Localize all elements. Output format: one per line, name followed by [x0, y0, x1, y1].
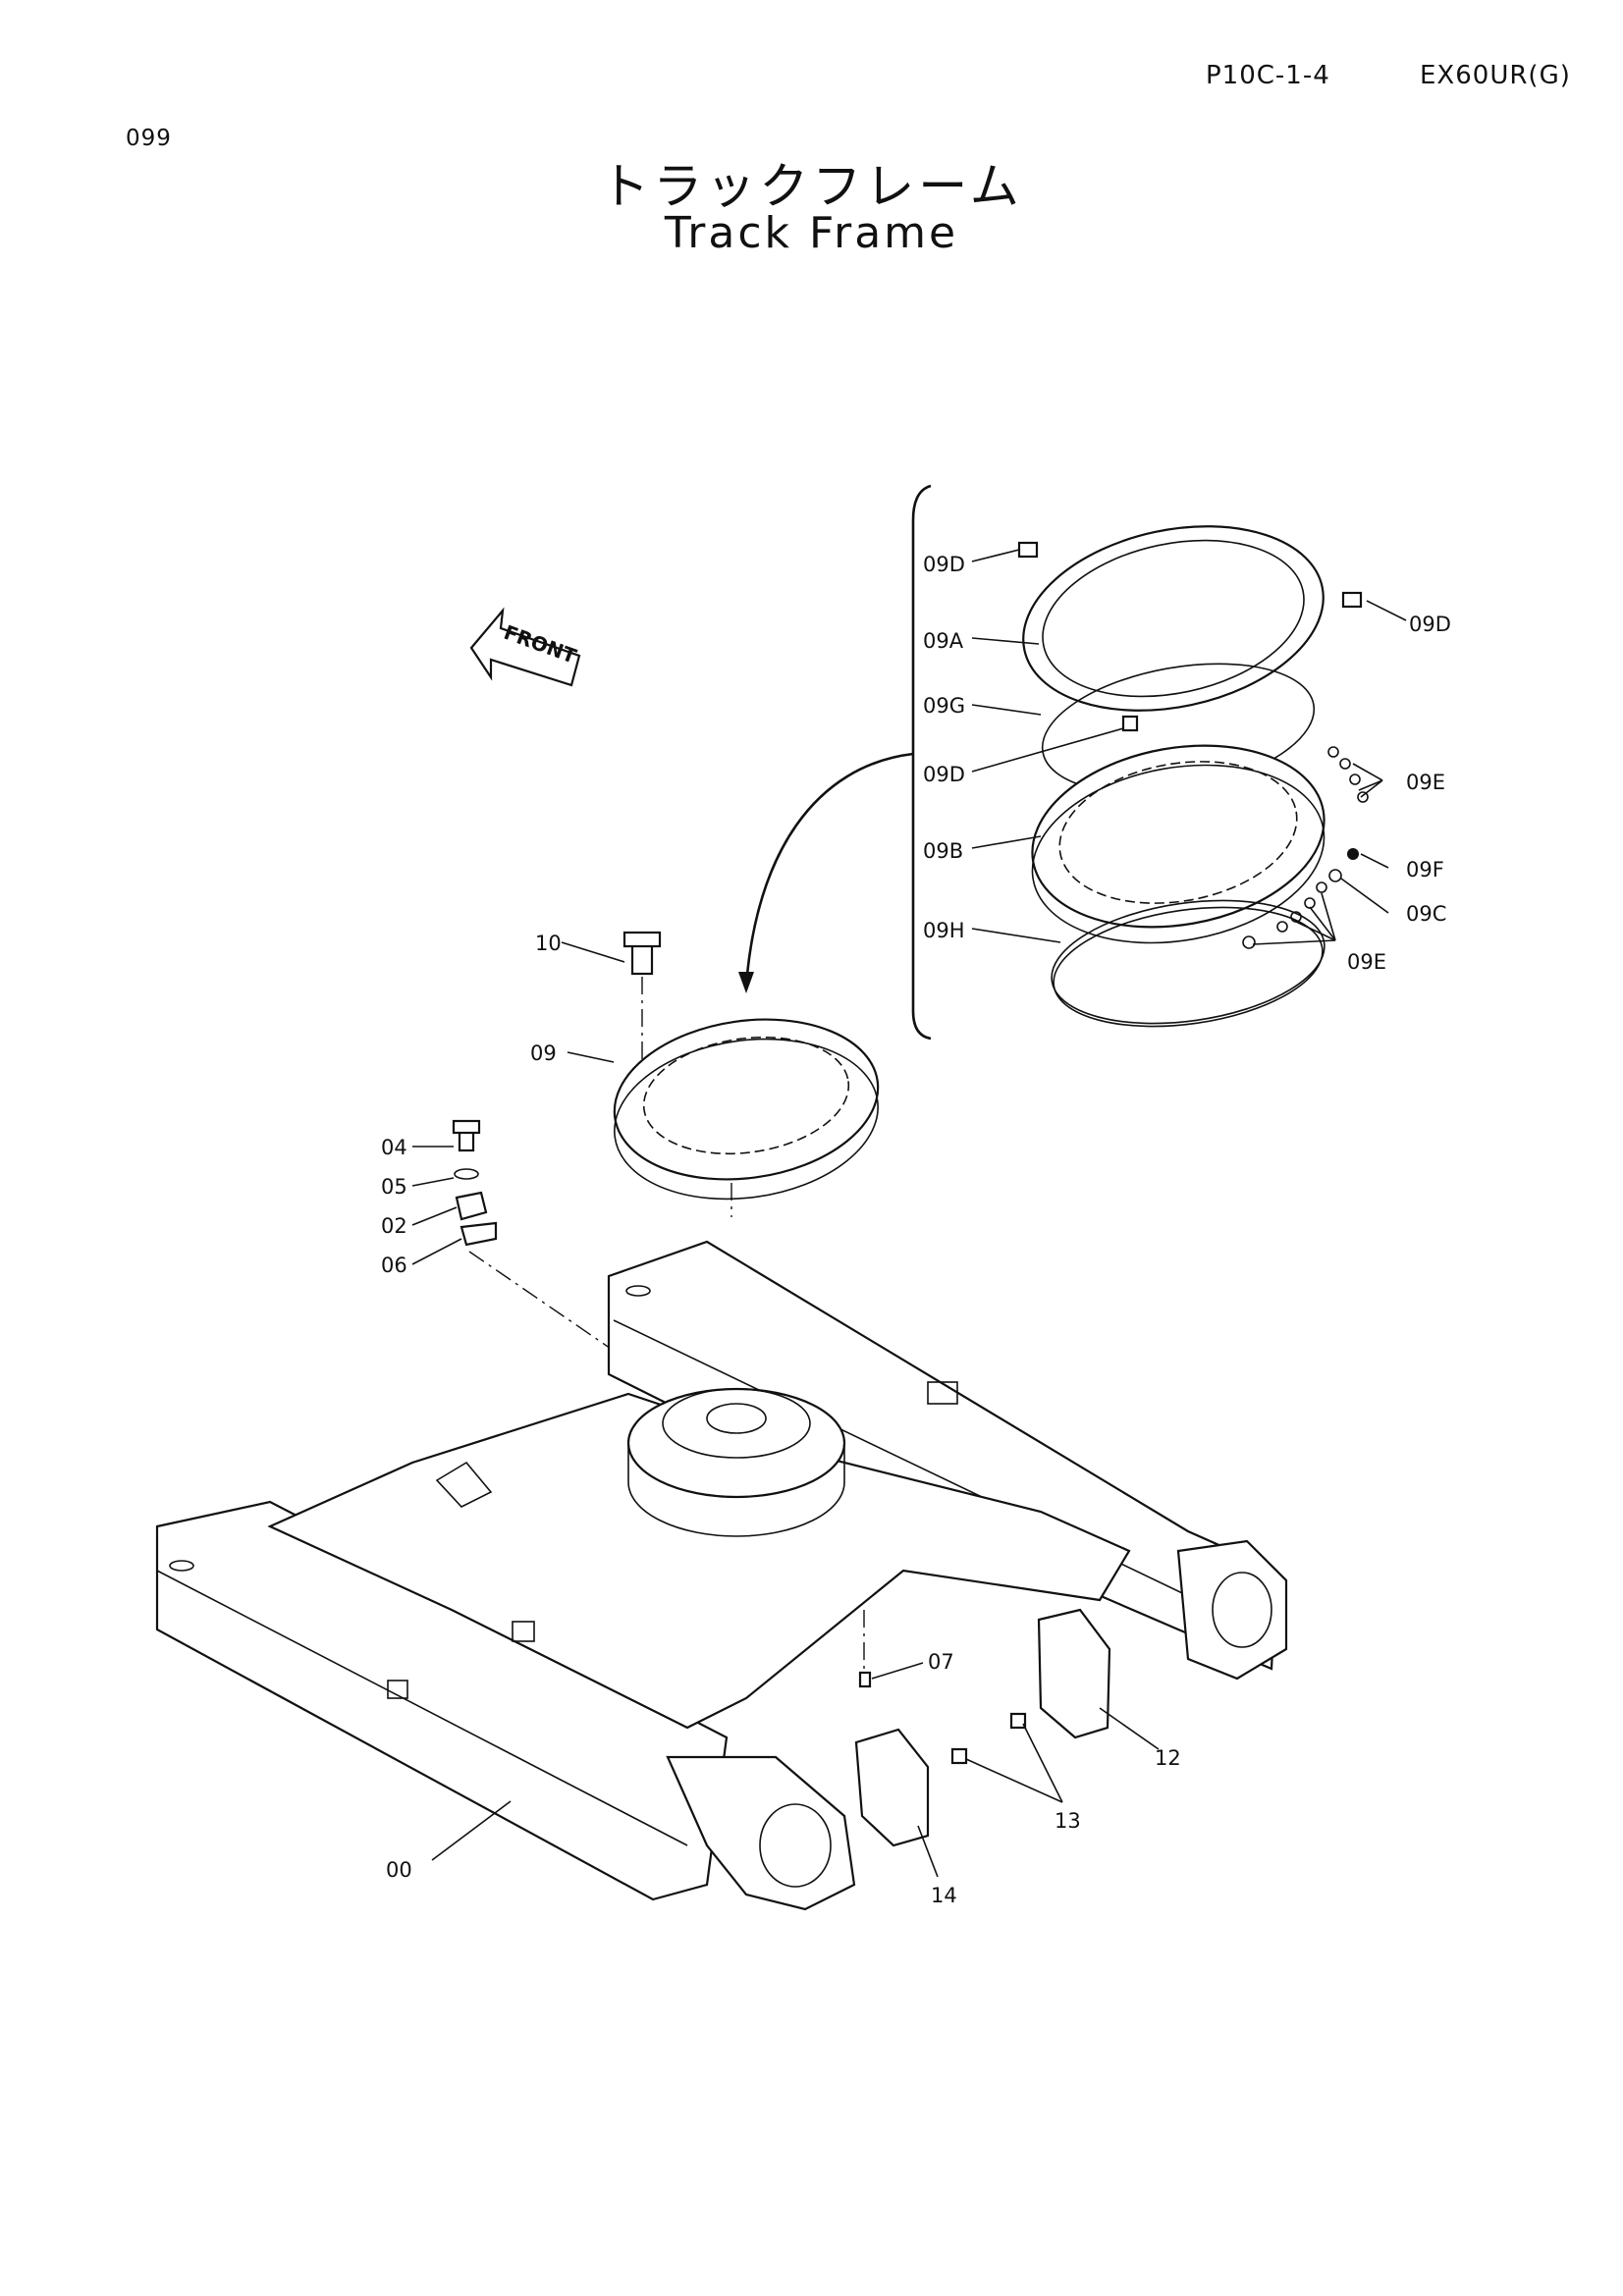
callout-02: 02 — [381, 1214, 407, 1238]
callout-09G: 09G — [923, 694, 965, 718]
callout-09A: 09A — [923, 629, 964, 653]
covers — [854, 1608, 1111, 1847]
callout-04: 04 — [381, 1136, 407, 1159]
callout-12: 12 — [1155, 1746, 1181, 1770]
callout-09D-mid: 09D — [923, 763, 965, 786]
bearing-exploded-parts — [1017, 525, 1369, 1028]
callout-13: 13 — [1055, 1809, 1081, 1833]
page-number: 099 — [126, 126, 172, 151]
front-arrow: FRONT — [469, 607, 581, 687]
callout-05: 05 — [381, 1175, 407, 1199]
callout-09D-right: 09D — [1409, 613, 1451, 636]
detail-pointer-arrow — [744, 752, 914, 988]
callout-00: 00 — [386, 1858, 412, 1882]
stopper-parts — [452, 1119, 649, 1375]
bearing-assembled — [613, 931, 880, 1217]
callout-06: 06 — [381, 1254, 407, 1277]
detail-bracket — [911, 484, 932, 1041]
callout-09E-upper: 09E — [1406, 771, 1445, 794]
callout-09: 09 — [530, 1041, 557, 1065]
detail-pointer-arrowhead — [738, 972, 754, 993]
leader-lines — [411, 549, 1407, 1878]
callout-09B: 09B — [923, 839, 963, 863]
model-code: EX60UR(G) — [1420, 61, 1571, 90]
callout-labels: 09D 09D 09A 09G 09D 09E 09B 09F 09C 09H … — [381, 553, 1451, 1907]
title-japanese: トラックフレーム — [600, 158, 1023, 215]
callout-07: 07 — [928, 1650, 954, 1674]
callout-09D-top: 09D — [923, 553, 965, 576]
track-frame-body — [155, 1240, 1288, 1911]
title-english: Track Frame — [664, 208, 959, 258]
page-code: P10C-1-4 — [1206, 61, 1330, 90]
callout-09C: 09C — [1406, 902, 1446, 926]
callout-09E-lower: 09E — [1347, 950, 1386, 974]
callout-10: 10 — [535, 932, 562, 955]
callout-09H: 09H — [923, 919, 965, 942]
callout-09F: 09F — [1406, 858, 1444, 881]
callout-14: 14 — [931, 1884, 957, 1907]
